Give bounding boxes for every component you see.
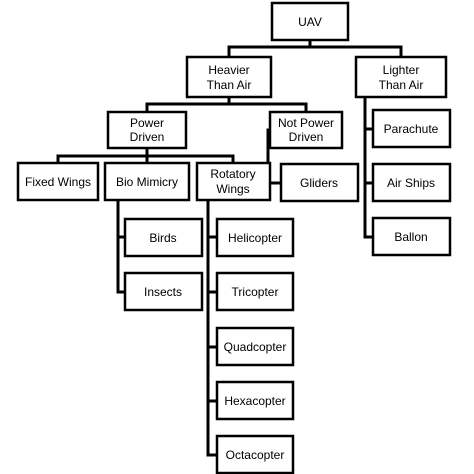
node-heavier-than-air: Heavier Than Air — [185, 55, 273, 99]
node-rotatory-label-1: Rotatory — [210, 167, 255, 181]
node-parachute: Parachute — [371, 108, 452, 149]
node-lighter-label-2: Than Air — [379, 78, 424, 92]
node-ballon: Ballon — [371, 216, 452, 257]
node-power-driven: Power Driven — [106, 110, 188, 150]
node-not-power-driven: Not Power Driven — [268, 110, 344, 150]
node-bio-mimicry: Bio Mimicry — [103, 161, 191, 202]
connector-uav — [227, 38, 403, 59]
node-hexacopter: Hexacopter — [215, 380, 295, 421]
node-gliders: Gliders — [279, 162, 360, 203]
node-airships-label: Air Ships — [387, 176, 435, 190]
node-parachute-label: Parachute — [384, 122, 439, 136]
connector-power — [56, 146, 235, 165]
node-hexacopter-label: Hexacopter — [224, 394, 285, 408]
node-notpower-label-2: Driven — [289, 130, 324, 144]
node-lighter-label-1: Lighter — [383, 63, 420, 77]
node-insects: Insects — [123, 271, 204, 312]
connector-heavier — [145, 95, 308, 114]
node-uav: UAV — [270, 1, 350, 42]
node-octacopter-label: Octacopter — [226, 448, 285, 462]
node-uav-label: UAV — [298, 15, 322, 29]
node-quadcopter-label: Quadcopter — [224, 340, 287, 354]
node-gliders-label: Gliders — [300, 176, 338, 190]
node-helicopter-label: Helicopter — [228, 231, 282, 245]
node-fixedwings-label: Fixed Wings — [25, 175, 91, 189]
node-fixed-wings: Fixed Wings — [16, 161, 100, 202]
node-octacopter: Octacopter — [215, 434, 295, 474]
node-birds-label: Birds — [149, 231, 176, 245]
node-rotatory-label-2: Wings — [216, 182, 249, 196]
node-birds: Birds — [123, 217, 204, 258]
node-insects-label: Insects — [144, 285, 182, 299]
node-notpower-label-1: Not Power — [278, 116, 334, 130]
node-heavier-label-2: Than Air — [207, 78, 252, 92]
node-quadcopter: Quadcopter — [215, 326, 295, 367]
node-rotatory-wings: Rotatory Wings — [195, 161, 272, 202]
node-ballon-label: Ballon — [394, 230, 427, 244]
node-tricopter: Tricopter — [215, 271, 295, 312]
node-power-label-2: Driven — [130, 130, 165, 144]
node-heavier-label-1: Heavier — [208, 63, 249, 77]
node-tricopter-label: Tricopter — [232, 285, 279, 299]
node-power-label-1: Power — [130, 116, 164, 130]
node-air-ships: Air Ships — [371, 162, 452, 203]
node-helicopter: Helicopter — [215, 217, 295, 258]
node-biomimicry-label: Bio Mimicry — [116, 175, 178, 189]
connector-rotatory — [206, 198, 219, 457]
connector-lighter — [363, 73, 375, 239]
node-lighter-than-air: Lighter Than Air — [354, 55, 448, 99]
